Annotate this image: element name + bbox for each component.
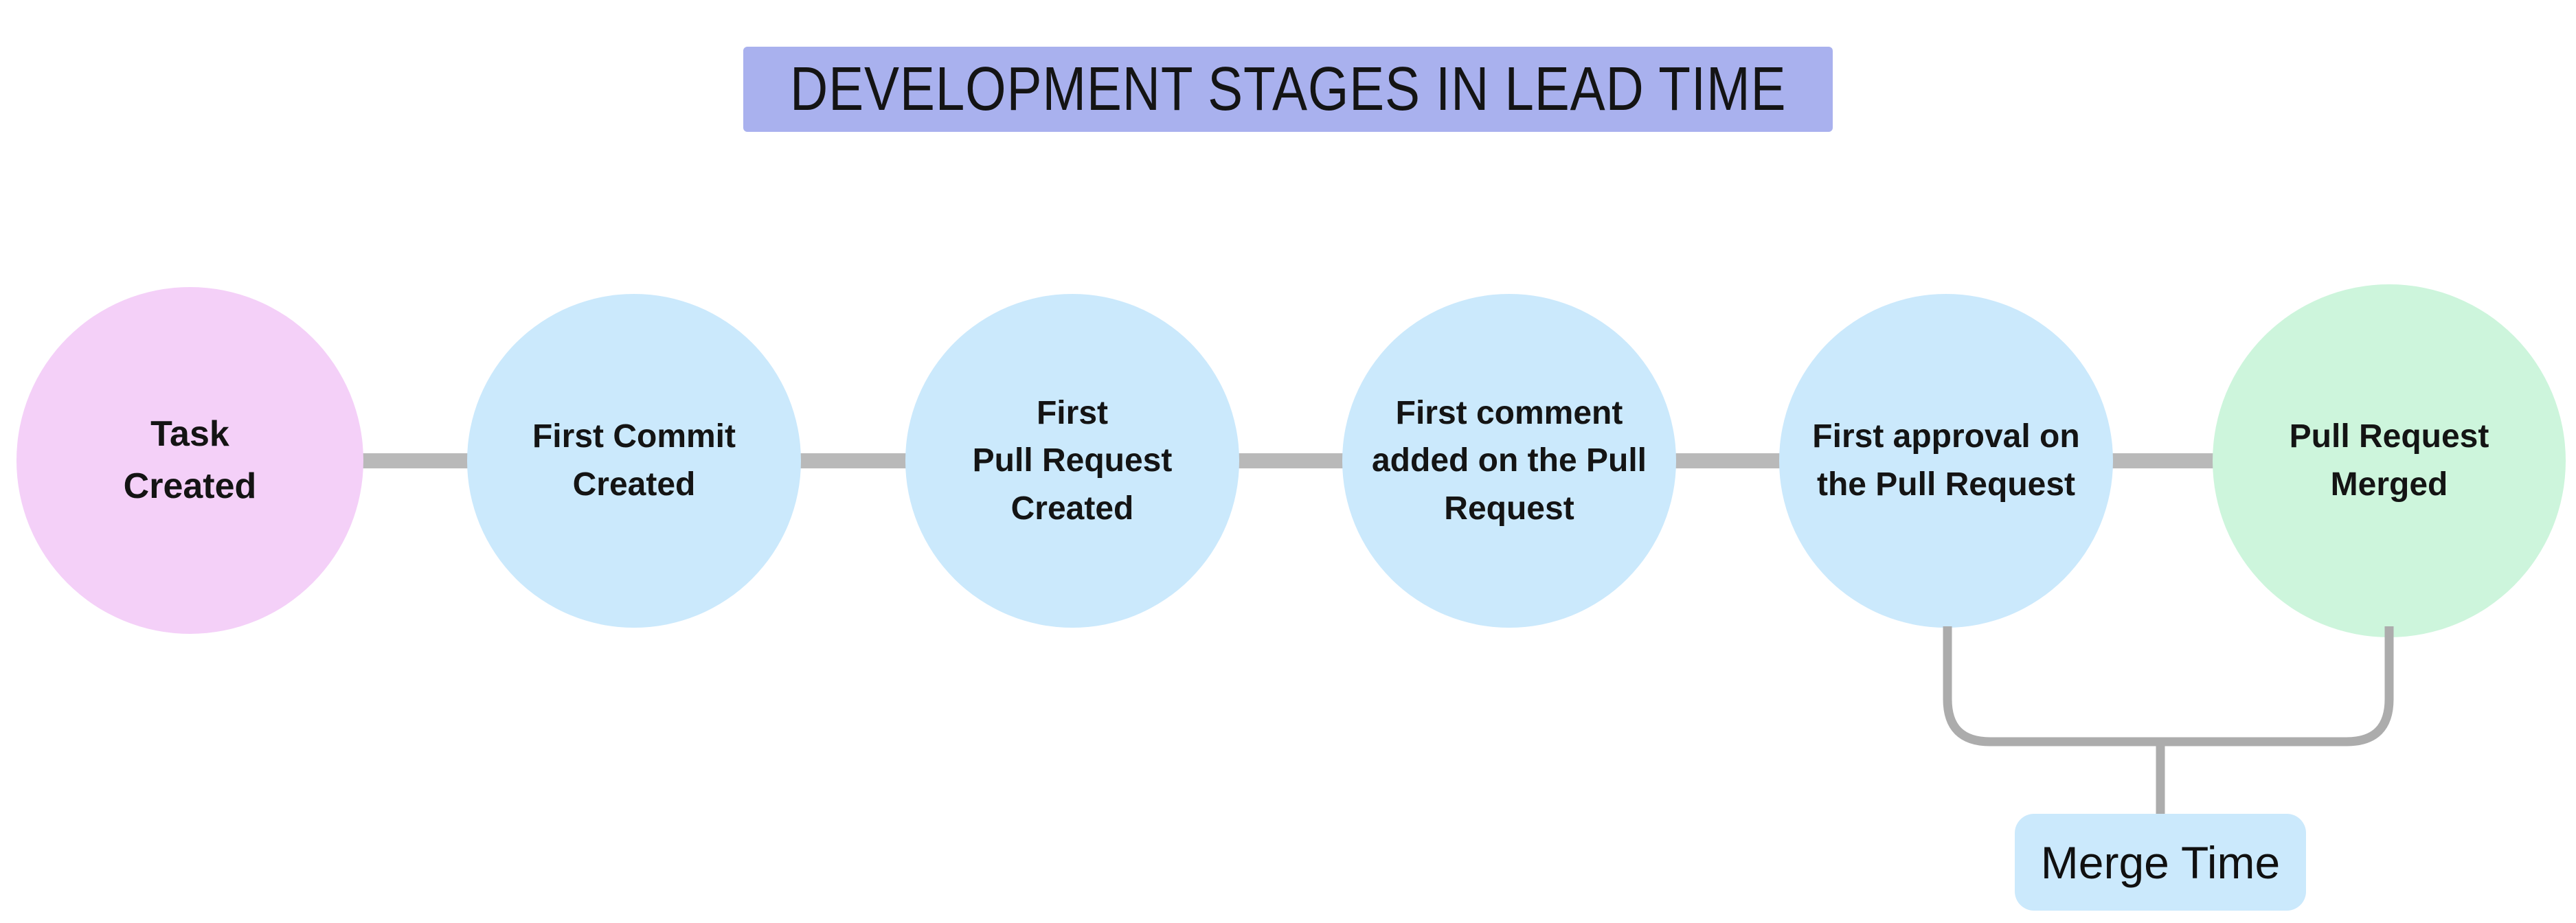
stage-label: First Commit Created bbox=[532, 418, 736, 503]
stage-circle-first-commit-created: First Commit Created bbox=[467, 294, 801, 628]
stage-circle-first-approval: First approval on the Pull Request bbox=[1779, 294, 2113, 628]
merge-time-label: Merge Time bbox=[2015, 814, 2306, 911]
diagram-title: DEVELOPMENT STAGES IN LEAD TIME bbox=[789, 54, 1787, 124]
merge-time-text: Merge Time bbox=[2040, 836, 2281, 888]
diagram-title-banner: DEVELOPMENT STAGES IN LEAD TIME bbox=[743, 47, 1833, 132]
stage-circle-task-created: Task Created bbox=[16, 287, 363, 634]
stage-circle-first-pull-request-created: First Pull Request Created bbox=[905, 294, 1239, 628]
stage-label: First comment added on the Pull Request bbox=[1371, 394, 1647, 527]
stage-label: Task Created bbox=[123, 414, 257, 506]
stage-circle-first-comment-added: First comment added on the Pull Request bbox=[1342, 294, 1676, 628]
stage-label: Pull Request Merged bbox=[2289, 418, 2489, 503]
stage-label: First approval on the Pull Request bbox=[1812, 418, 2080, 503]
stage-label: First Pull Request Created bbox=[972, 394, 1173, 527]
stage-circle-pull-request-merged: Pull Request Merged bbox=[2213, 284, 2566, 637]
